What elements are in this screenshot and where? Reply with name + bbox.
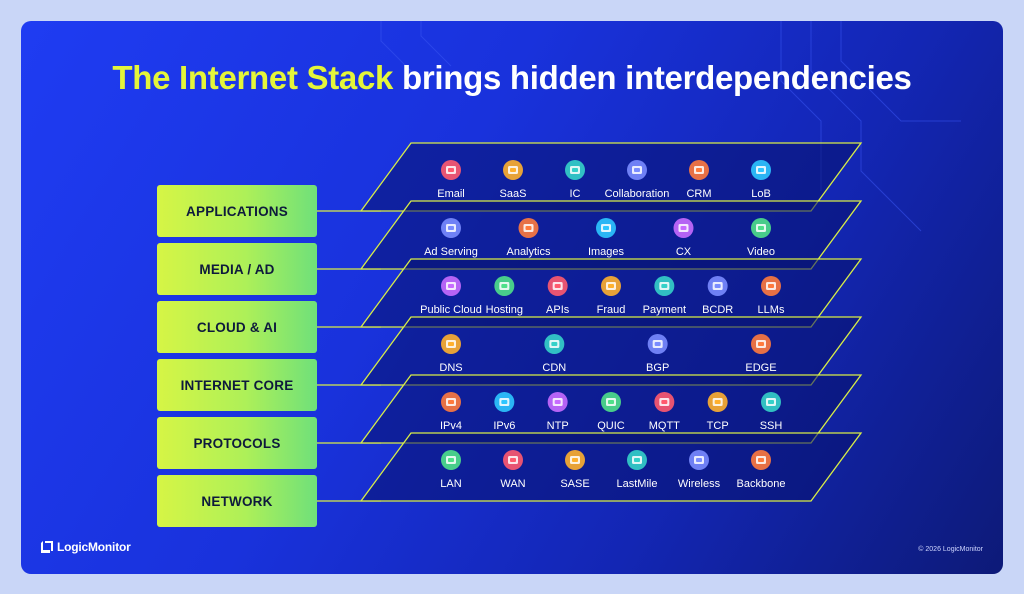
stack-item-label: Ad Serving	[424, 246, 478, 258]
analytics-icon	[518, 218, 539, 238]
email-icon	[441, 160, 461, 180]
title-rest: brings hidden interdependencies	[401, 59, 912, 96]
logicmonitor-mark-icon	[41, 541, 53, 553]
stack-item-label: IC	[570, 188, 581, 200]
stack-item-label: LLMs	[758, 304, 785, 316]
internet-stack-diagram: Email SaaS IC Collaboration CRM LoB Ad Serving…	[317, 142, 863, 502]
sase-icon	[565, 450, 585, 470]
stack-item-label: Video	[747, 246, 775, 258]
stack-item-label: CX	[676, 246, 692, 258]
saas-icon	[503, 160, 523, 180]
layer-label-1: MEDIA / AD	[157, 243, 317, 295]
layer-label-3: INTERNET CORE	[157, 359, 317, 411]
stack-item-label: CRM	[686, 188, 711, 200]
stack-item-label: TCP	[707, 420, 729, 432]
mqtt-icon	[654, 392, 675, 412]
backbone-icon	[751, 450, 771, 470]
layer-plane-5	[359, 432, 863, 502]
stack-item-label: Wireless	[678, 478, 721, 490]
wan-icon	[503, 450, 523, 470]
stack-item-label: Analytics	[506, 246, 551, 258]
video-icon	[751, 218, 771, 238]
cx-icon	[673, 218, 694, 238]
lan-icon	[441, 450, 461, 470]
wireless-icon	[689, 450, 709, 470]
stack-item-label: IPv6	[493, 420, 515, 432]
ipv6-icon	[494, 392, 515, 412]
stack-item-label: BCDR	[702, 304, 733, 316]
ic-icon	[565, 160, 585, 180]
bgp-icon	[647, 334, 668, 354]
stack-item-label: LastMile	[617, 478, 658, 490]
stack-item-label: NTP	[547, 420, 569, 432]
stack-item-label: Fraud	[597, 304, 626, 316]
llms-icon	[761, 276, 781, 296]
tcp-icon	[707, 392, 728, 412]
stack-item-label: Backbone	[737, 478, 786, 490]
title-highlight: The Internet Stack	[112, 59, 394, 96]
collaboration-icon	[627, 160, 647, 180]
logo-text: LogicMonitor	[57, 540, 131, 554]
stack-item-label: QUIC	[597, 420, 625, 432]
stack-item-label: Email	[437, 188, 465, 200]
layer-label-2: CLOUD & AI	[157, 301, 317, 353]
apis-icon	[547, 276, 568, 296]
layer-label-5: NETWORK	[157, 475, 317, 527]
bcdr-icon	[707, 276, 728, 296]
cdn-icon	[544, 334, 565, 354]
slide-card: The Internet Stack brings hidden interde…	[21, 21, 1003, 574]
stack-item-label: SASE	[560, 478, 589, 490]
dns-icon	[441, 334, 461, 354]
layer-label-0: APPLICATIONS	[157, 185, 317, 237]
images-icon	[596, 218, 616, 238]
payment-icon	[654, 276, 675, 296]
slide-title: The Internet Stack brings hidden interde…	[21, 59, 1003, 97]
lastmile-icon	[627, 450, 647, 470]
ssh-icon	[761, 392, 781, 412]
stack-item-label: Images	[588, 246, 625, 258]
stack-item-label: Hosting	[486, 304, 523, 316]
ipv4-icon	[441, 392, 461, 412]
stack-item-label: Collaboration	[605, 188, 670, 200]
stack-item-label: BGP	[646, 362, 669, 374]
stack-item-label: SaaS	[500, 188, 527, 200]
stack-item-label: EDGE	[745, 362, 776, 374]
stack-item-label: IPv4	[440, 420, 462, 432]
stack-item-label: APIs	[546, 304, 570, 316]
stack-item-label: LoB	[751, 188, 771, 200]
copyright-text: © 2026 LogicMonitor	[918, 546, 983, 553]
stack-item-label: DNS	[439, 362, 462, 374]
edge-icon	[751, 334, 771, 354]
crm-icon	[689, 160, 709, 180]
stack-item-label: LAN	[440, 478, 461, 490]
hosting-icon	[494, 276, 515, 296]
stack-item-label: CDN	[542, 362, 566, 374]
stack-item-label: Payment	[643, 304, 686, 316]
logicmonitor-logo: LogicMonitor	[40, 540, 131, 554]
fraud-icon	[601, 276, 621, 296]
quic-icon	[601, 392, 621, 412]
stack-item-label: Public Cloud	[420, 304, 482, 316]
stack-item-label: MQTT	[649, 420, 680, 432]
ad-serving-icon	[441, 218, 461, 238]
stack-item-label: WAN	[500, 478, 525, 490]
layer-label-4: PROTOCOLS	[157, 417, 317, 469]
stack-item-label: SSH	[760, 420, 783, 432]
public-cloud-icon	[441, 276, 461, 296]
lob-icon	[751, 160, 771, 180]
ntp-icon	[547, 392, 568, 412]
